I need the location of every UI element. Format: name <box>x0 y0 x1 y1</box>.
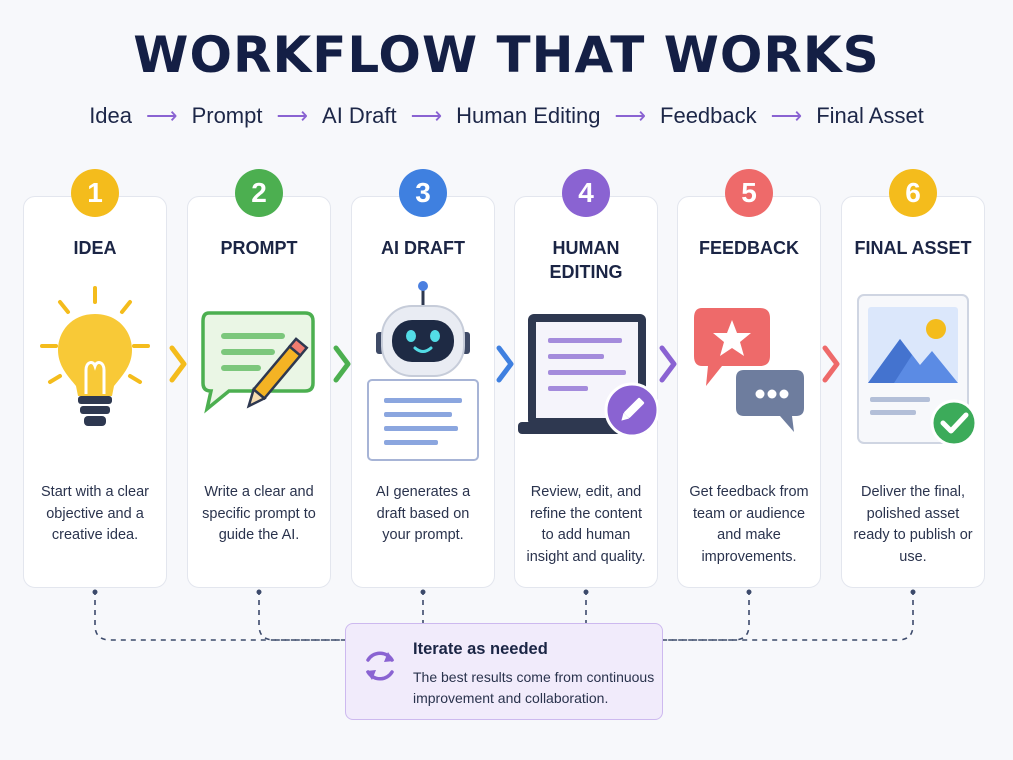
step-number-badge: 5 <box>725 169 773 217</box>
lightbulb-icon <box>40 286 150 426</box>
chevron-right-icon <box>169 345 187 383</box>
step-title: HUMAN EDITING <box>549 238 623 282</box>
arrow-right-icon: ⟶ <box>614 103 647 128</box>
step-title: FEEDBACK <box>698 238 799 258</box>
laptop-edit-icon <box>518 314 658 438</box>
feedback-bubbles-icon <box>694 308 804 432</box>
step-description: Start with a clear objective and a creat… <box>41 484 149 543</box>
flow-step-ai-draft: AI Draft <box>322 103 397 128</box>
flow-step-human-editing: Human Editing <box>456 103 601 128</box>
chevron-right-icon <box>496 345 514 383</box>
arrow-right-icon: ⟶ <box>410 103 443 128</box>
flow-step-final-asset: Final Asset <box>816 103 924 128</box>
step-title: FINAL ASSET <box>854 238 972 258</box>
step-description: Deliver the final, polished asset ready … <box>853 484 973 565</box>
step-description: Review, edit, and refine the content to … <box>526 484 646 565</box>
step-number-badge: 6 <box>889 169 937 217</box>
step-title: AI DRAFT <box>381 238 465 258</box>
chevron-right-icon <box>822 345 840 383</box>
step-title: PROMPT <box>220 238 298 258</box>
page-title: WORKFLOW THAT WORKS <box>133 26 880 84</box>
step-number-badge: 4 <box>562 169 610 217</box>
step-number-badge: 2 <box>235 169 283 217</box>
chevron-right-icon <box>333 345 351 383</box>
step-number-badge: 3 <box>399 169 447 217</box>
iterate-callout: Iterate as needed The best results come … <box>345 623 663 720</box>
arrow-right-icon: ⟶ <box>146 103 178 128</box>
step-number-badge: 1 <box>71 169 119 217</box>
flow-step-idea: Idea <box>89 103 133 128</box>
iterate-title: Iterate as needed <box>413 640 548 658</box>
flow-step-feedback: Feedback <box>660 103 757 128</box>
chevron-right-icon <box>659 345 677 383</box>
flow-summary: Idea ⟶ Prompt ⟶ AI Draft ⟶ Human Editing… <box>0 99 1013 133</box>
flow-step-prompt: Prompt <box>191 103 263 128</box>
robot-icon <box>367 281 479 461</box>
step-description: AI generates a draft based on your promp… <box>375 484 471 543</box>
arrow-right-icon: ⟶ <box>770 103 803 128</box>
arrow-right-icon: ⟶ <box>276 103 309 128</box>
chat-pencil-icon <box>201 311 315 414</box>
image-check-icon <box>857 294 978 447</box>
refresh-cycle-icon <box>366 651 394 681</box>
step-title: IDEA <box>73 238 117 258</box>
iterate-description: The best results come from continuous im… <box>413 669 655 706</box>
step-description: Get feedback from team or audience and m… <box>689 484 809 565</box>
step-description: Write a clear and specific prompt to gui… <box>202 484 316 543</box>
